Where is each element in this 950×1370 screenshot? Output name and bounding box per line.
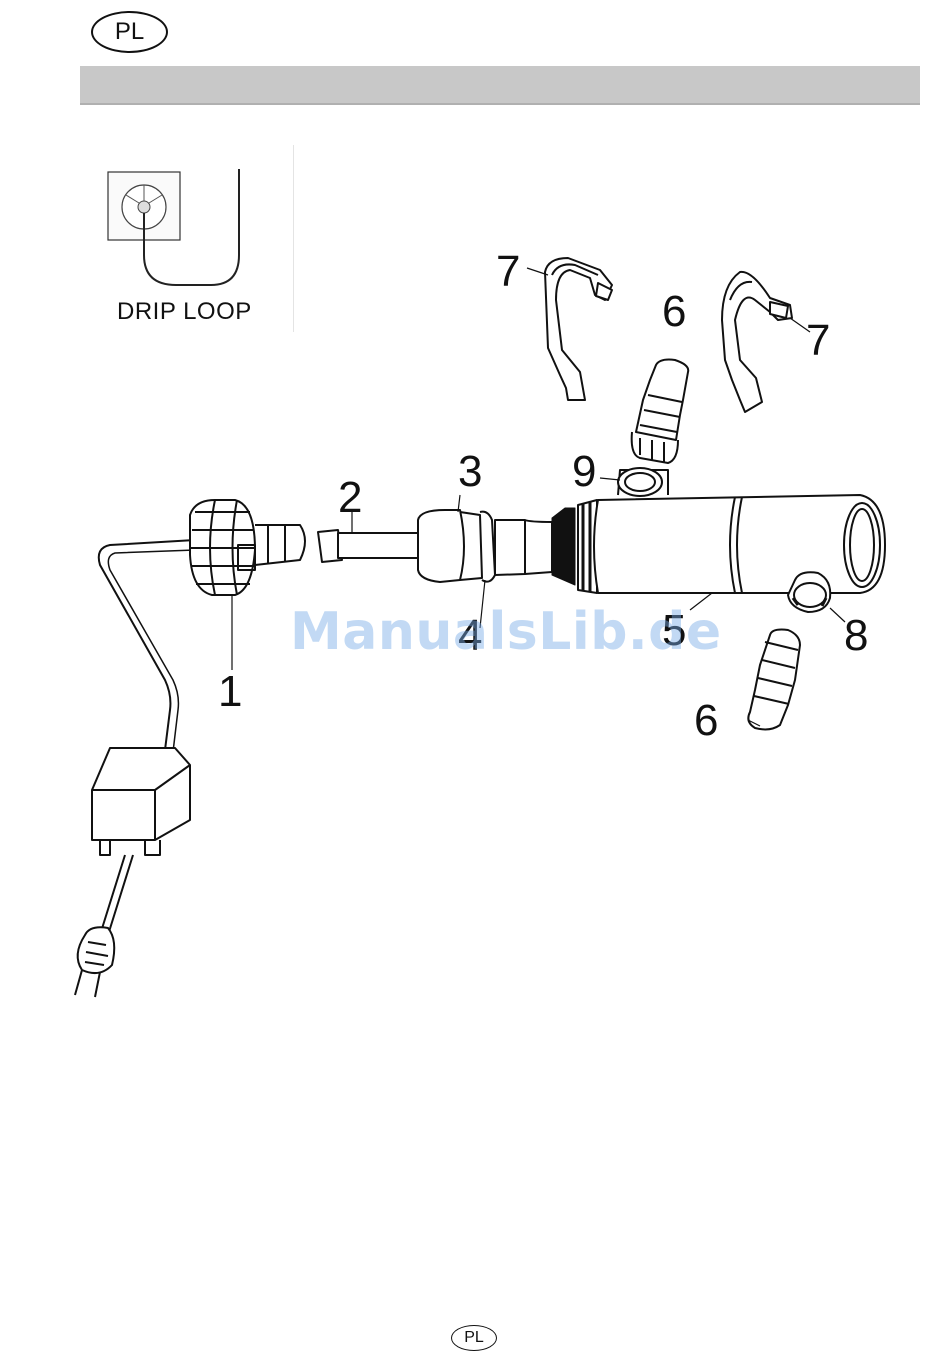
callout-7-right: 7 bbox=[806, 316, 830, 365]
language-badge-footer: PL bbox=[451, 1325, 497, 1351]
callout-2: 2 bbox=[338, 473, 362, 522]
callout-6-upper: 6 bbox=[662, 287, 686, 336]
callout-1: 1 bbox=[218, 667, 242, 716]
watermark: ManualsLib.de bbox=[290, 602, 722, 662]
callout-8: 8 bbox=[844, 611, 868, 660]
mains-plug bbox=[75, 927, 114, 997]
callout-7-left: 7 bbox=[496, 247, 520, 296]
part-5-housing bbox=[552, 470, 885, 610]
callout-3: 3 bbox=[458, 447, 482, 496]
part-6-hose-tail-lower bbox=[748, 630, 800, 730]
callout-9: 9 bbox=[572, 447, 596, 496]
part-6-hose-tail-upper bbox=[632, 360, 689, 463]
part-9-port bbox=[600, 468, 662, 496]
part-1-ring-nut bbox=[190, 500, 305, 595]
transformer-block bbox=[92, 748, 190, 855]
part-7-clip-right bbox=[722, 272, 810, 412]
power-cable bbox=[99, 540, 195, 750]
part-2-uv-lamp bbox=[318, 510, 418, 562]
part-3-sleeve-holder bbox=[418, 495, 495, 582]
part-7-clip-left bbox=[527, 258, 612, 400]
callout-6-lower: 6 bbox=[694, 696, 718, 745]
